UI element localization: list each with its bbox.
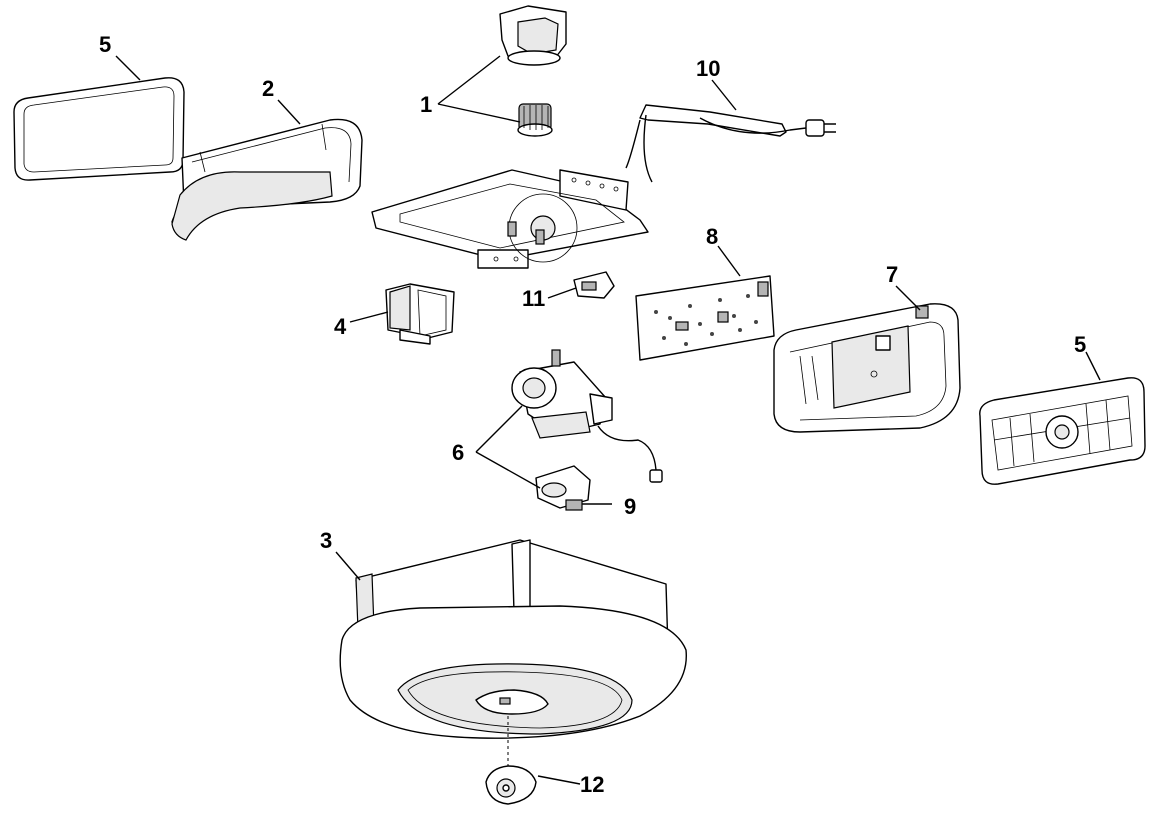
- callout-2: 2: [262, 76, 274, 101]
- part-2-light-frame: [171, 118, 363, 241]
- pcb-components: [654, 281, 769, 346]
- part-1-sprocket-assembly: [499, 5, 567, 137]
- callout-12: 12: [580, 772, 604, 797]
- chassis-plate: [371, 169, 649, 269]
- part-5-lens-cover-left: [13, 77, 185, 181]
- part-4-bracket: [385, 283, 455, 345]
- part-6-motor: [511, 349, 663, 483]
- callout-9: 9: [624, 494, 636, 519]
- callout-1: 1: [420, 92, 432, 117]
- callout-5-right: 5: [1074, 332, 1086, 357]
- part-7-end-panel: [773, 303, 961, 433]
- part-8-logic-board: [635, 275, 775, 361]
- part-10-power-cord: [625, 104, 836, 183]
- callout-8: 8: [706, 224, 718, 249]
- callout-5-left: 5: [99, 32, 111, 57]
- part-11-switch: [573, 271, 615, 299]
- callout-11: 11: [522, 286, 545, 311]
- part-3-main-housing: [339, 539, 687, 739]
- part-12-socket: [485, 716, 537, 805]
- callout-10: 10: [696, 56, 720, 81]
- callout-6: 6: [452, 440, 464, 465]
- callout-4: 4: [334, 314, 347, 339]
- callout-3: 3: [320, 528, 332, 553]
- part-9-gear-housing: [535, 465, 591, 511]
- leader-lines: [115, 55, 1101, 785]
- sprocket-gear: [517, 103, 553, 137]
- callout-labels: 5 2 1 10 4 11 8 7 5 6 9 3 12: [99, 32, 1086, 797]
- part-5-lens-grille-right: [979, 377, 1146, 485]
- callout-7: 7: [886, 262, 898, 287]
